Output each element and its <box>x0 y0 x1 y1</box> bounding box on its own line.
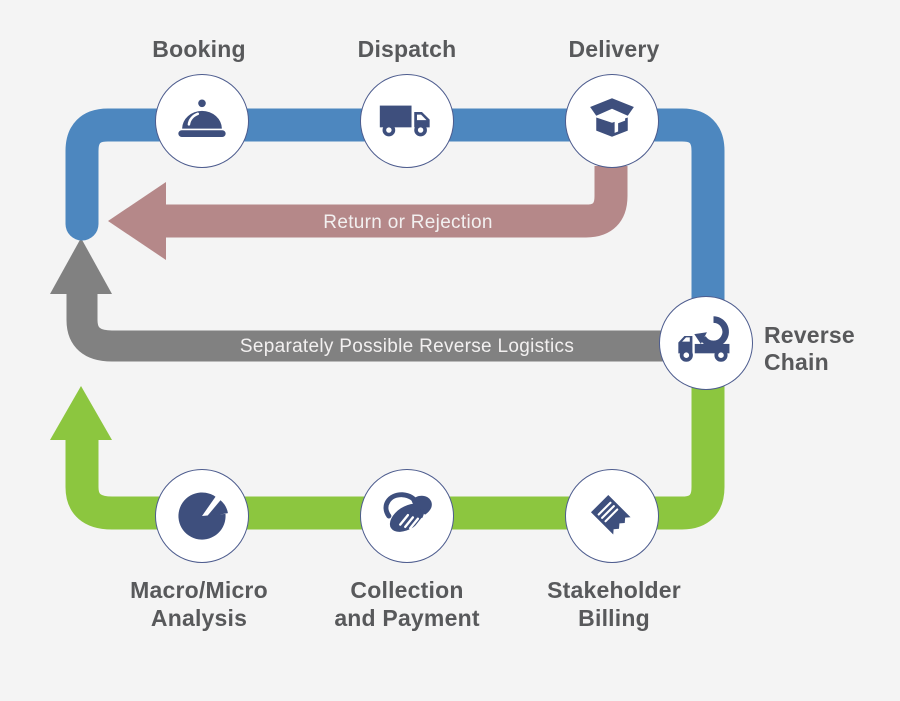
reverse-chain-node <box>659 296 753 390</box>
dispatch-node <box>360 74 454 168</box>
reverse-logistics-arrow-path <box>66 288 692 362</box>
pie-chart-icon <box>178 492 228 540</box>
collection-label-line2: and Payment <box>334 605 480 631</box>
stakeholder-label-line2: Billing <box>578 605 650 631</box>
return-arrow-path <box>162 166 628 238</box>
macro-micro-analysis-label: Macro/Micro Analysis <box>130 576 268 632</box>
macro-label-line1: Macro/Micro <box>130 577 268 603</box>
receipt-icon <box>590 494 631 535</box>
open-box-icon <box>590 98 634 137</box>
macro-micro-analysis-node <box>155 469 249 563</box>
billing-chain-arrowhead <box>50 386 112 440</box>
stakeholder-billing-node <box>565 469 659 563</box>
reverse-chain-label-line1: Reverse <box>764 322 855 348</box>
cloche-icon <box>178 99 226 138</box>
macro-label-line2: Analysis <box>150 605 248 631</box>
handshake-icon <box>383 492 432 532</box>
reverse-chain-label: Reverse Chain <box>764 322 855 376</box>
delivery-truck-icon <box>379 105 430 137</box>
reverse-chain-label-line2: Chain <box>764 349 829 375</box>
booking-label: Booking <box>152 36 246 62</box>
dispatch-label: Dispatch <box>357 36 457 62</box>
delivery-node <box>565 74 659 168</box>
reverse-logistics-arrowhead <box>50 238 112 294</box>
return-flow-label: Return or Rejection <box>323 212 493 233</box>
stakeholder-billing-label: Stakeholder Billing <box>547 576 681 632</box>
booking-node <box>155 74 249 168</box>
return-arrowhead <box>108 182 166 260</box>
reverse-logistics-flow-label: Separately Possible Reverse Logistics <box>239 336 575 357</box>
stakeholder-label-line1: Stakeholder <box>547 577 681 603</box>
collection-and-payment-label: Collection and Payment <box>334 576 479 632</box>
reverse-truck-icon <box>678 316 730 362</box>
collection-and-payment-node <box>360 469 454 563</box>
delivery-label: Delivery <box>568 36 660 62</box>
collection-label-line1: Collection <box>350 577 464 603</box>
